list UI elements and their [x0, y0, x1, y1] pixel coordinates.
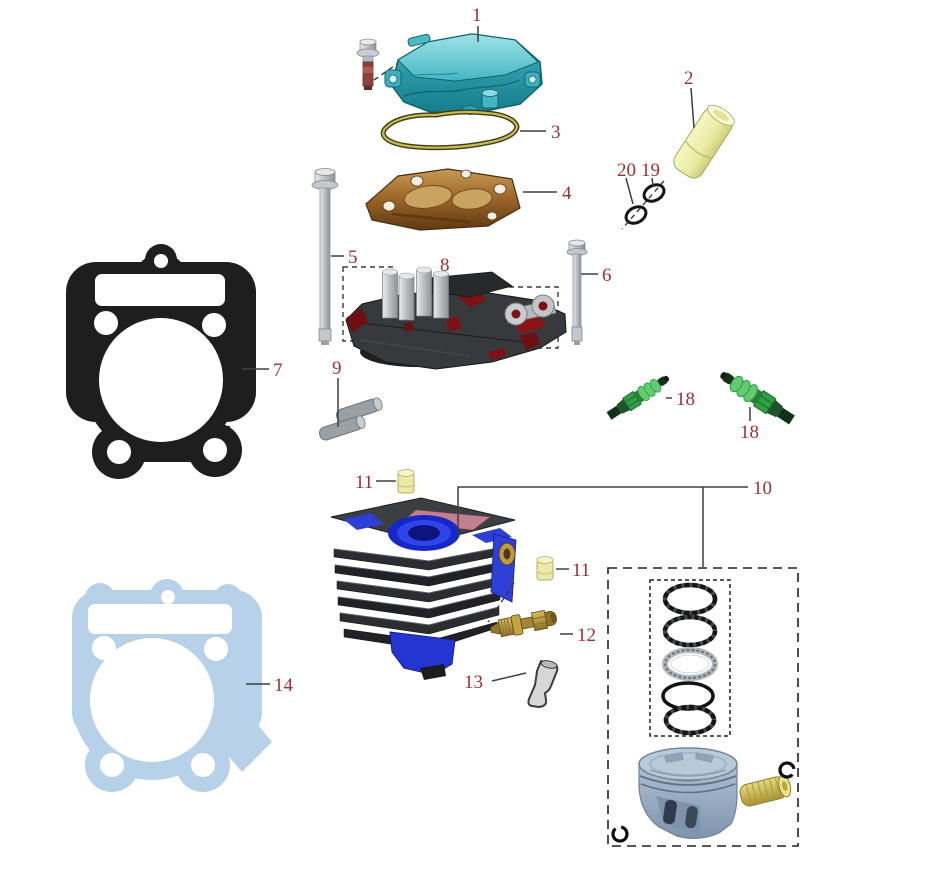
part-14-base-gasket — [72, 579, 272, 792]
part-1-cylinder-head-cover — [384, 33, 543, 115]
part-number-labels: 1 2 3 20 19 4 5 6 8 7 9 18 18 11 10 11 1… — [273, 5, 772, 696]
label-18b: 18 — [740, 422, 759, 443]
label-3: 3 — [551, 122, 561, 143]
part-10-cylinder-block — [330, 497, 517, 680]
wrist-pin — [739, 774, 792, 807]
label-14: 14 — [274, 675, 294, 696]
part-18-spark-plug-left — [604, 370, 674, 424]
part-12-tensioner — [490, 610, 557, 638]
label-7: 7 — [273, 360, 283, 381]
dashed-box-right-bolt — [500, 286, 559, 349]
label-2: 2 — [684, 68, 694, 89]
valve-towers — [382, 266, 449, 321]
circlip-left — [611, 825, 629, 843]
part-4-breather-plate — [365, 168, 521, 231]
piston — [638, 747, 738, 839]
label-4: 4 — [562, 183, 572, 204]
label-18a: 18 — [676, 389, 695, 410]
label-11b: 11 — [572, 560, 590, 581]
piston-ring-set — [661, 582, 718, 736]
leader-lines — [242, 26, 751, 685]
part-11-dowel-top — [397, 469, 415, 494]
part-5-long-bolt — [311, 168, 339, 345]
dashed-leader-cylinder-to-tensioner — [487, 582, 515, 623]
part-8-cylinder-head — [345, 266, 567, 370]
label-11a: 11 — [355, 472, 373, 493]
label-10: 10 — [753, 478, 772, 499]
dashed-leader-o-rings — [621, 180, 665, 230]
part-3-cover-gasket — [380, 109, 520, 151]
part-9-dowel-pins — [318, 397, 383, 441]
part-13-breather-boot — [527, 660, 559, 708]
cooling-fins — [333, 546, 504, 651]
label-20: 20 — [617, 160, 636, 181]
part-11-dowel-right — [536, 556, 554, 581]
dashed-box-ring-set — [649, 579, 731, 737]
circlip-right — [778, 761, 796, 779]
label-13: 13 — [464, 672, 483, 693]
cover-flange-bolt — [356, 38, 380, 90]
label-12: 12 — [577, 625, 596, 646]
label-8: 8 — [440, 255, 450, 276]
part-20-o-ring — [624, 205, 648, 225]
part-7-head-gasket — [66, 244, 256, 479]
label-19: 19 — [641, 160, 660, 181]
dashed-leader-bolt-to-cover — [373, 63, 398, 81]
label-6: 6 — [602, 265, 612, 286]
label-9: 9 — [332, 358, 342, 379]
label-5: 5 — [348, 247, 358, 268]
label-1: 1 — [472, 5, 482, 26]
dashed-box-piston-kit — [607, 567, 799, 847]
part-18-spark-plug-right — [715, 365, 798, 429]
part-19-o-ring — [642, 183, 666, 203]
part-6-bolt — [566, 239, 588, 345]
part-2-intake-sleeve — [673, 104, 735, 179]
